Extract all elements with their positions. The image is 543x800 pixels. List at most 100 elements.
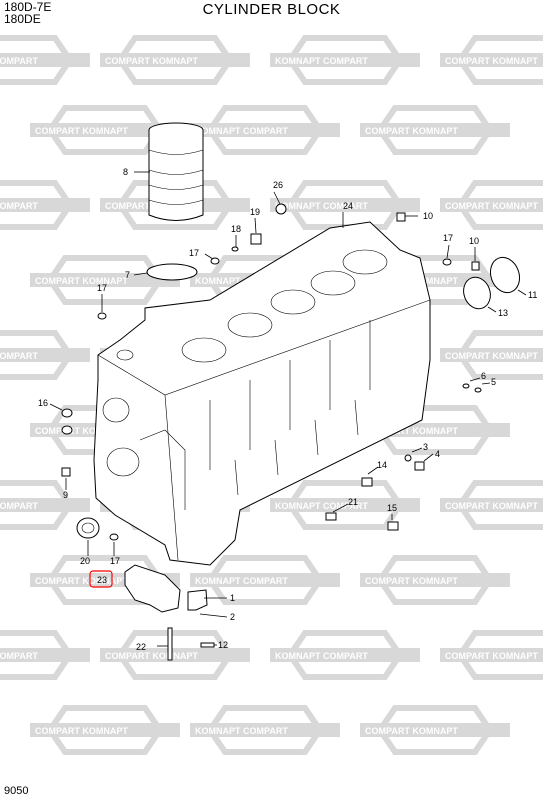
o-ring-13-drawing (463, 276, 491, 310)
watermark-text: KOMNAPT COMPART (195, 576, 288, 586)
callout-21[interactable]: 21 (348, 497, 358, 507)
callout-15[interactable]: 15 (387, 503, 397, 513)
o-ring-17d (109, 533, 119, 541)
watermark-band (0, 648, 90, 662)
cylinder-block-drawing (93, 221, 431, 566)
watermark-text: COMPART KOMNAPT (105, 651, 198, 661)
watermark-text: COMPART KOMNAPT (35, 576, 128, 586)
callout-6[interactable]: 6 (481, 371, 486, 381)
watermark-text: COMPART KOMNAPT (105, 56, 198, 66)
watermark-hexagon (0, 35, 74, 85)
callout-13[interactable]: 13 (498, 308, 508, 318)
cover-11-drawing (489, 256, 521, 294)
watermark-band (360, 573, 510, 587)
pin-10-drawing (396, 212, 406, 222)
callout-11[interactable]: 11 (528, 290, 537, 300)
callout-8[interactable]: 8 (123, 167, 128, 177)
callout-17[interactable]: 17 (97, 283, 107, 293)
callout-4[interactable]: 4 (435, 449, 440, 459)
leader-lines (49, 171, 527, 647)
callout-10[interactable]: 10 (423, 211, 433, 221)
plug-14-drawing (361, 477, 373, 487)
watermark-band (440, 53, 543, 67)
watermark-hexagon (0, 480, 74, 530)
watermark-hexagon (0, 180, 74, 230)
o-ring-6 (462, 383, 470, 389)
watermark-band (190, 123, 340, 137)
watermark-band (440, 648, 543, 662)
callout-16[interactable]: 16 (38, 398, 48, 408)
callout-23[interactable]: 23 (97, 575, 107, 585)
pin-5 (474, 387, 482, 393)
highlight-box-23 (89, 570, 113, 588)
watermark-text: KOMNAPT COMPART (275, 651, 368, 661)
watermark-text: KOMNAPT COMPART (0, 351, 38, 361)
callout-17[interactable]: 17 (110, 556, 120, 566)
seal-20-drawing (76, 517, 100, 539)
callout-2[interactable]: 2 (230, 612, 235, 622)
callout-17[interactable]: 17 (189, 248, 199, 258)
callout-18[interactable]: 18 (231, 224, 241, 234)
callout-3[interactable]: 3 (423, 442, 428, 452)
watermark-band (190, 723, 340, 737)
watermark-band (270, 198, 420, 212)
watermark-text: KOMNAPT COMPART (275, 201, 368, 211)
bolt-12-drawing (200, 642, 215, 648)
callout-22[interactable]: 22 (136, 642, 146, 652)
callout-10[interactable]: 10 (469, 236, 479, 246)
watermark-band (0, 53, 90, 67)
o-ring-16a (61, 408, 73, 418)
plug-19-drawing (250, 233, 262, 245)
callout-20[interactable]: 20 (80, 556, 90, 566)
watermark-text: COMPART KOMNAPT (365, 576, 458, 586)
o-ring-17b (97, 312, 107, 320)
watermark-hexagon (0, 330, 74, 380)
model-code-secondary: 180DE (4, 12, 41, 26)
watermark-band (270, 53, 420, 67)
watermark-text: COMPART KOMNAPT (35, 276, 128, 286)
callout-19[interactable]: 19 (250, 207, 260, 217)
watermark-text: COMPART KOMNAPT (445, 501, 538, 511)
watermark-band (0, 498, 90, 512)
watermark-band (30, 273, 180, 287)
watermark-band (440, 348, 543, 362)
callout-7[interactable]: 7 (125, 270, 130, 280)
watermark-text: COMPART KOMNAPT (445, 351, 538, 361)
o-ring-17c (442, 258, 452, 266)
watermark-band (0, 348, 90, 362)
watermark-band (440, 198, 543, 212)
callout-12[interactable]: 12 (218, 640, 228, 650)
watermark-band (270, 498, 420, 512)
watermark-text: KOMNAPT COMPART (275, 501, 368, 511)
watermark-text: COMPART KOMNAPT (35, 726, 128, 736)
watermark-text: KOMNAPT COMPART (0, 201, 38, 211)
watermark-text: KOMNAPT COMPART (0, 501, 38, 511)
watermark-text: COMPART KOMNAPT (365, 726, 458, 736)
bearing-cap-drawing (124, 564, 181, 613)
callout-1[interactable]: 1 (230, 593, 235, 603)
callout-17[interactable]: 17 (443, 233, 453, 243)
pin-10b-drawing (471, 261, 480, 271)
watermark-text: KOMNAPT COMPART (275, 56, 368, 66)
cylinder-liner-drawing (148, 122, 204, 221)
o-ring-17a (210, 257, 220, 265)
watermark-band (270, 648, 420, 662)
o-ring-16b (61, 425, 73, 435)
callout-24[interactable]: 24 (343, 201, 353, 211)
watermark-band (360, 723, 510, 737)
page-title: CYLINDER BLOCK (202, 1, 341, 18)
watermark-band (0, 198, 90, 212)
callout-9[interactable]: 9 (63, 490, 68, 500)
callout-5[interactable]: 5 (491, 377, 496, 387)
watermark-text: KOMNAPT COMPART (195, 726, 288, 736)
callout-14[interactable]: 14 (377, 460, 387, 470)
plug-21-drawing (325, 512, 337, 521)
watermark-text: COMPART KOMNAPT (445, 651, 538, 661)
callout-26[interactable]: 26 (273, 180, 283, 190)
bolt-22-drawing (167, 627, 173, 661)
watermark-band (100, 53, 250, 67)
page-number: 9050 (4, 785, 29, 797)
watermark-text: COMPART KOMNAPT (35, 126, 128, 136)
watermark-band (100, 648, 250, 662)
